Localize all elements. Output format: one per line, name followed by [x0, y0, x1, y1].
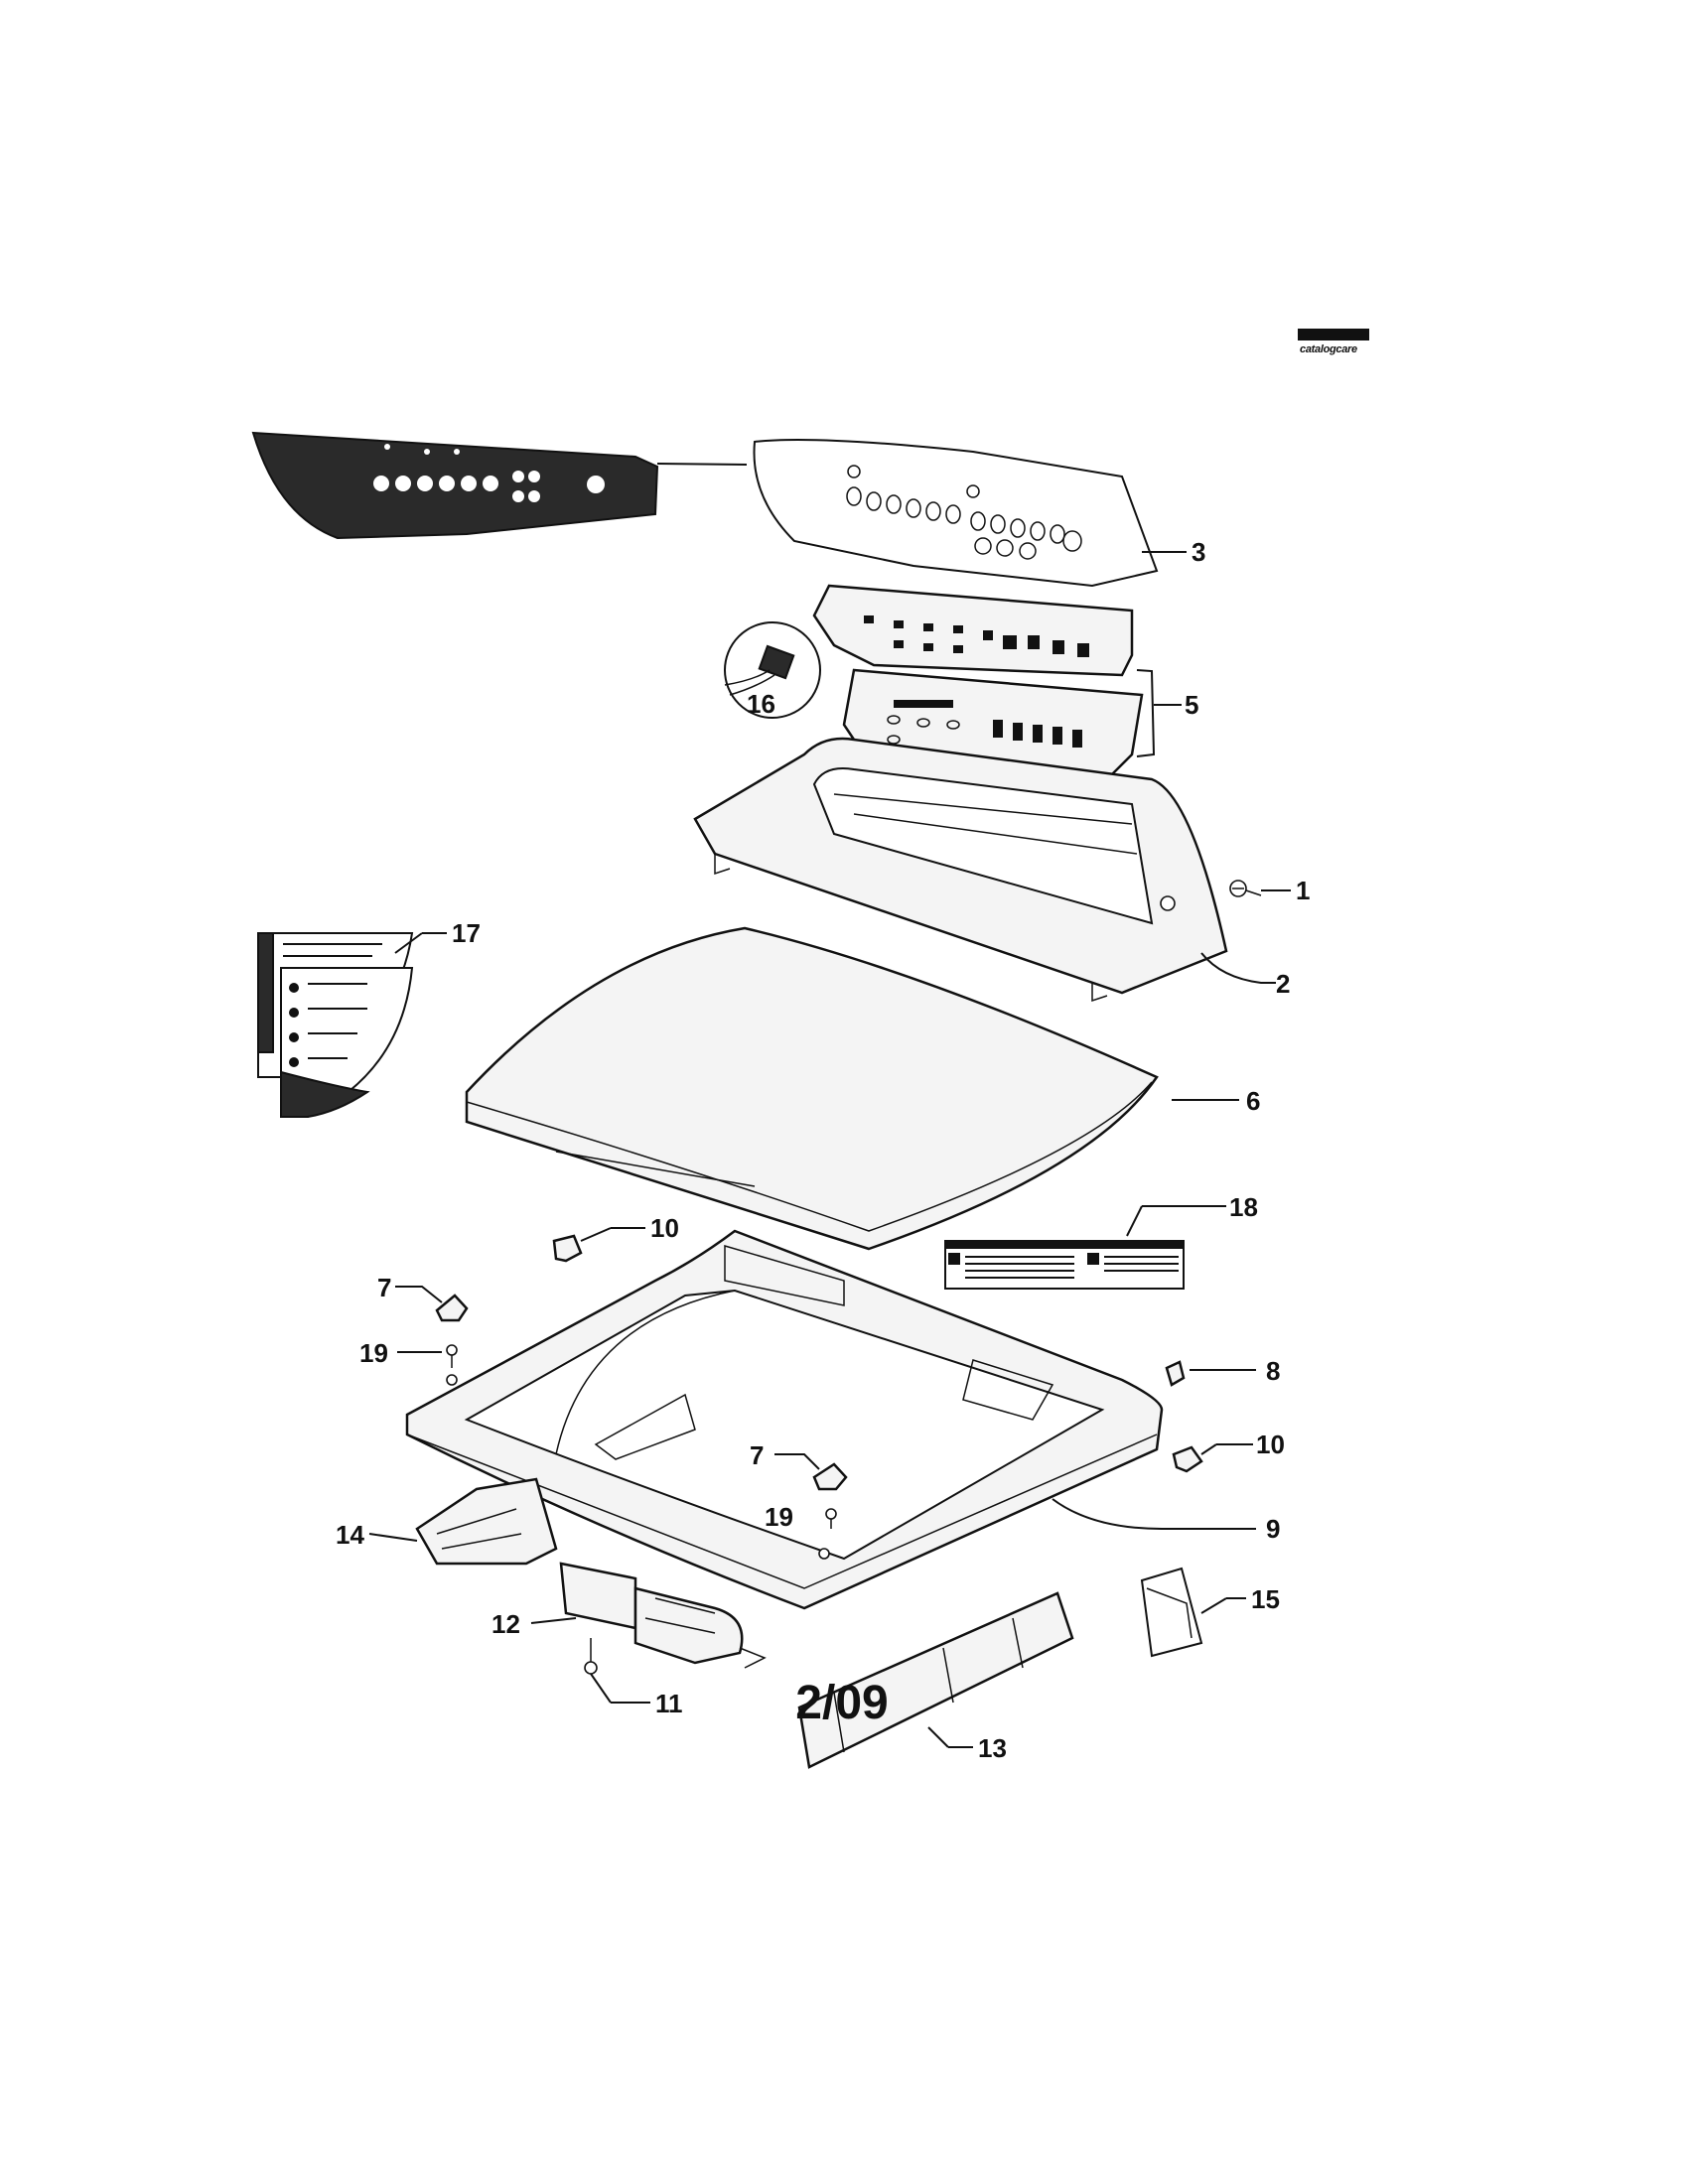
callout-14: 14 [336, 1520, 364, 1550]
part-6-lid [465, 926, 1159, 1251]
callout-16: 16 [747, 689, 775, 719]
part-7-pad-lower [812, 1462, 848, 1491]
callout-8: 8 [1266, 1356, 1280, 1386]
leader-12 [530, 1617, 577, 1624]
part-1-screw [1229, 880, 1262, 897]
callout-5: 5 [1185, 690, 1198, 720]
callout-17: 17 [452, 918, 481, 948]
part-19-screw-upper [446, 1344, 458, 1368]
callout-10a: 10 [650, 1213, 679, 1243]
part-19-screw-lower [825, 1508, 837, 1529]
part-11-screw [584, 1638, 598, 1675]
part-7-pad-upper [435, 1294, 469, 1322]
callout-1: 1 [1296, 876, 1310, 905]
leader-7a [395, 1286, 443, 1303]
leader-17-diag [394, 932, 423, 954]
part-10-hinge-lower [1172, 1445, 1203, 1473]
leader-dark-overlay [656, 463, 748, 466]
part-12-lid-lock [559, 1562, 767, 1669]
brand-logo: catalogcare [1298, 329, 1369, 378]
callout-7b: 7 [750, 1440, 764, 1470]
leader-2 [1200, 952, 1276, 984]
part-17-instruction-labels [257, 932, 414, 1118]
callout-12: 12 [491, 1609, 520, 1639]
part-2-console [693, 737, 1228, 1003]
brand-logo-bar [1298, 329, 1369, 341]
callout-15: 15 [1251, 1584, 1280, 1614]
leader-11-diag [590, 1673, 612, 1704]
leader-15-diag [1200, 1597, 1227, 1614]
callout-11: 11 [655, 1689, 683, 1718]
part-15-manual [1140, 1567, 1203, 1658]
callout-7a: 7 [377, 1273, 391, 1302]
callout-2: 2 [1276, 969, 1290, 999]
leader-10b-diag [1200, 1443, 1217, 1455]
leader-18-diag [1126, 1205, 1143, 1237]
callout-19a: 19 [359, 1338, 388, 1368]
page-label: 2/09 [795, 1677, 889, 1729]
console-overlay-dark [251, 431, 659, 540]
callout-10b: 10 [1256, 1430, 1285, 1459]
part-16-connector [724, 621, 821, 719]
part-13-rear-trim [797, 1591, 1074, 1769]
callout-9: 9 [1266, 1514, 1280, 1544]
part-18-warning-label [944, 1240, 1185, 1290]
leader-10a [580, 1227, 612, 1242]
callout-18: 18 [1229, 1192, 1258, 1222]
part-3-overlay [753, 438, 1159, 588]
leader-9 [1052, 1498, 1256, 1530]
part-8-lid-switch [1165, 1360, 1186, 1387]
brand-logo-text: catalogcare [1300, 343, 1357, 355]
callout-19b: 19 [765, 1502, 793, 1532]
part-9-top-cover [405, 1229, 1164, 1610]
leader-7b [774, 1453, 820, 1470]
leader-13-diag [927, 1726, 949, 1748]
callout-13: 13 [978, 1733, 1007, 1763]
part-10-hinge-upper [552, 1234, 583, 1263]
part-14-bracket [415, 1477, 558, 1566]
leader-14 [368, 1533, 418, 1542]
callout-6: 6 [1246, 1086, 1260, 1116]
leader-5-bracket [1136, 669, 1156, 757]
callout-3: 3 [1192, 537, 1205, 567]
